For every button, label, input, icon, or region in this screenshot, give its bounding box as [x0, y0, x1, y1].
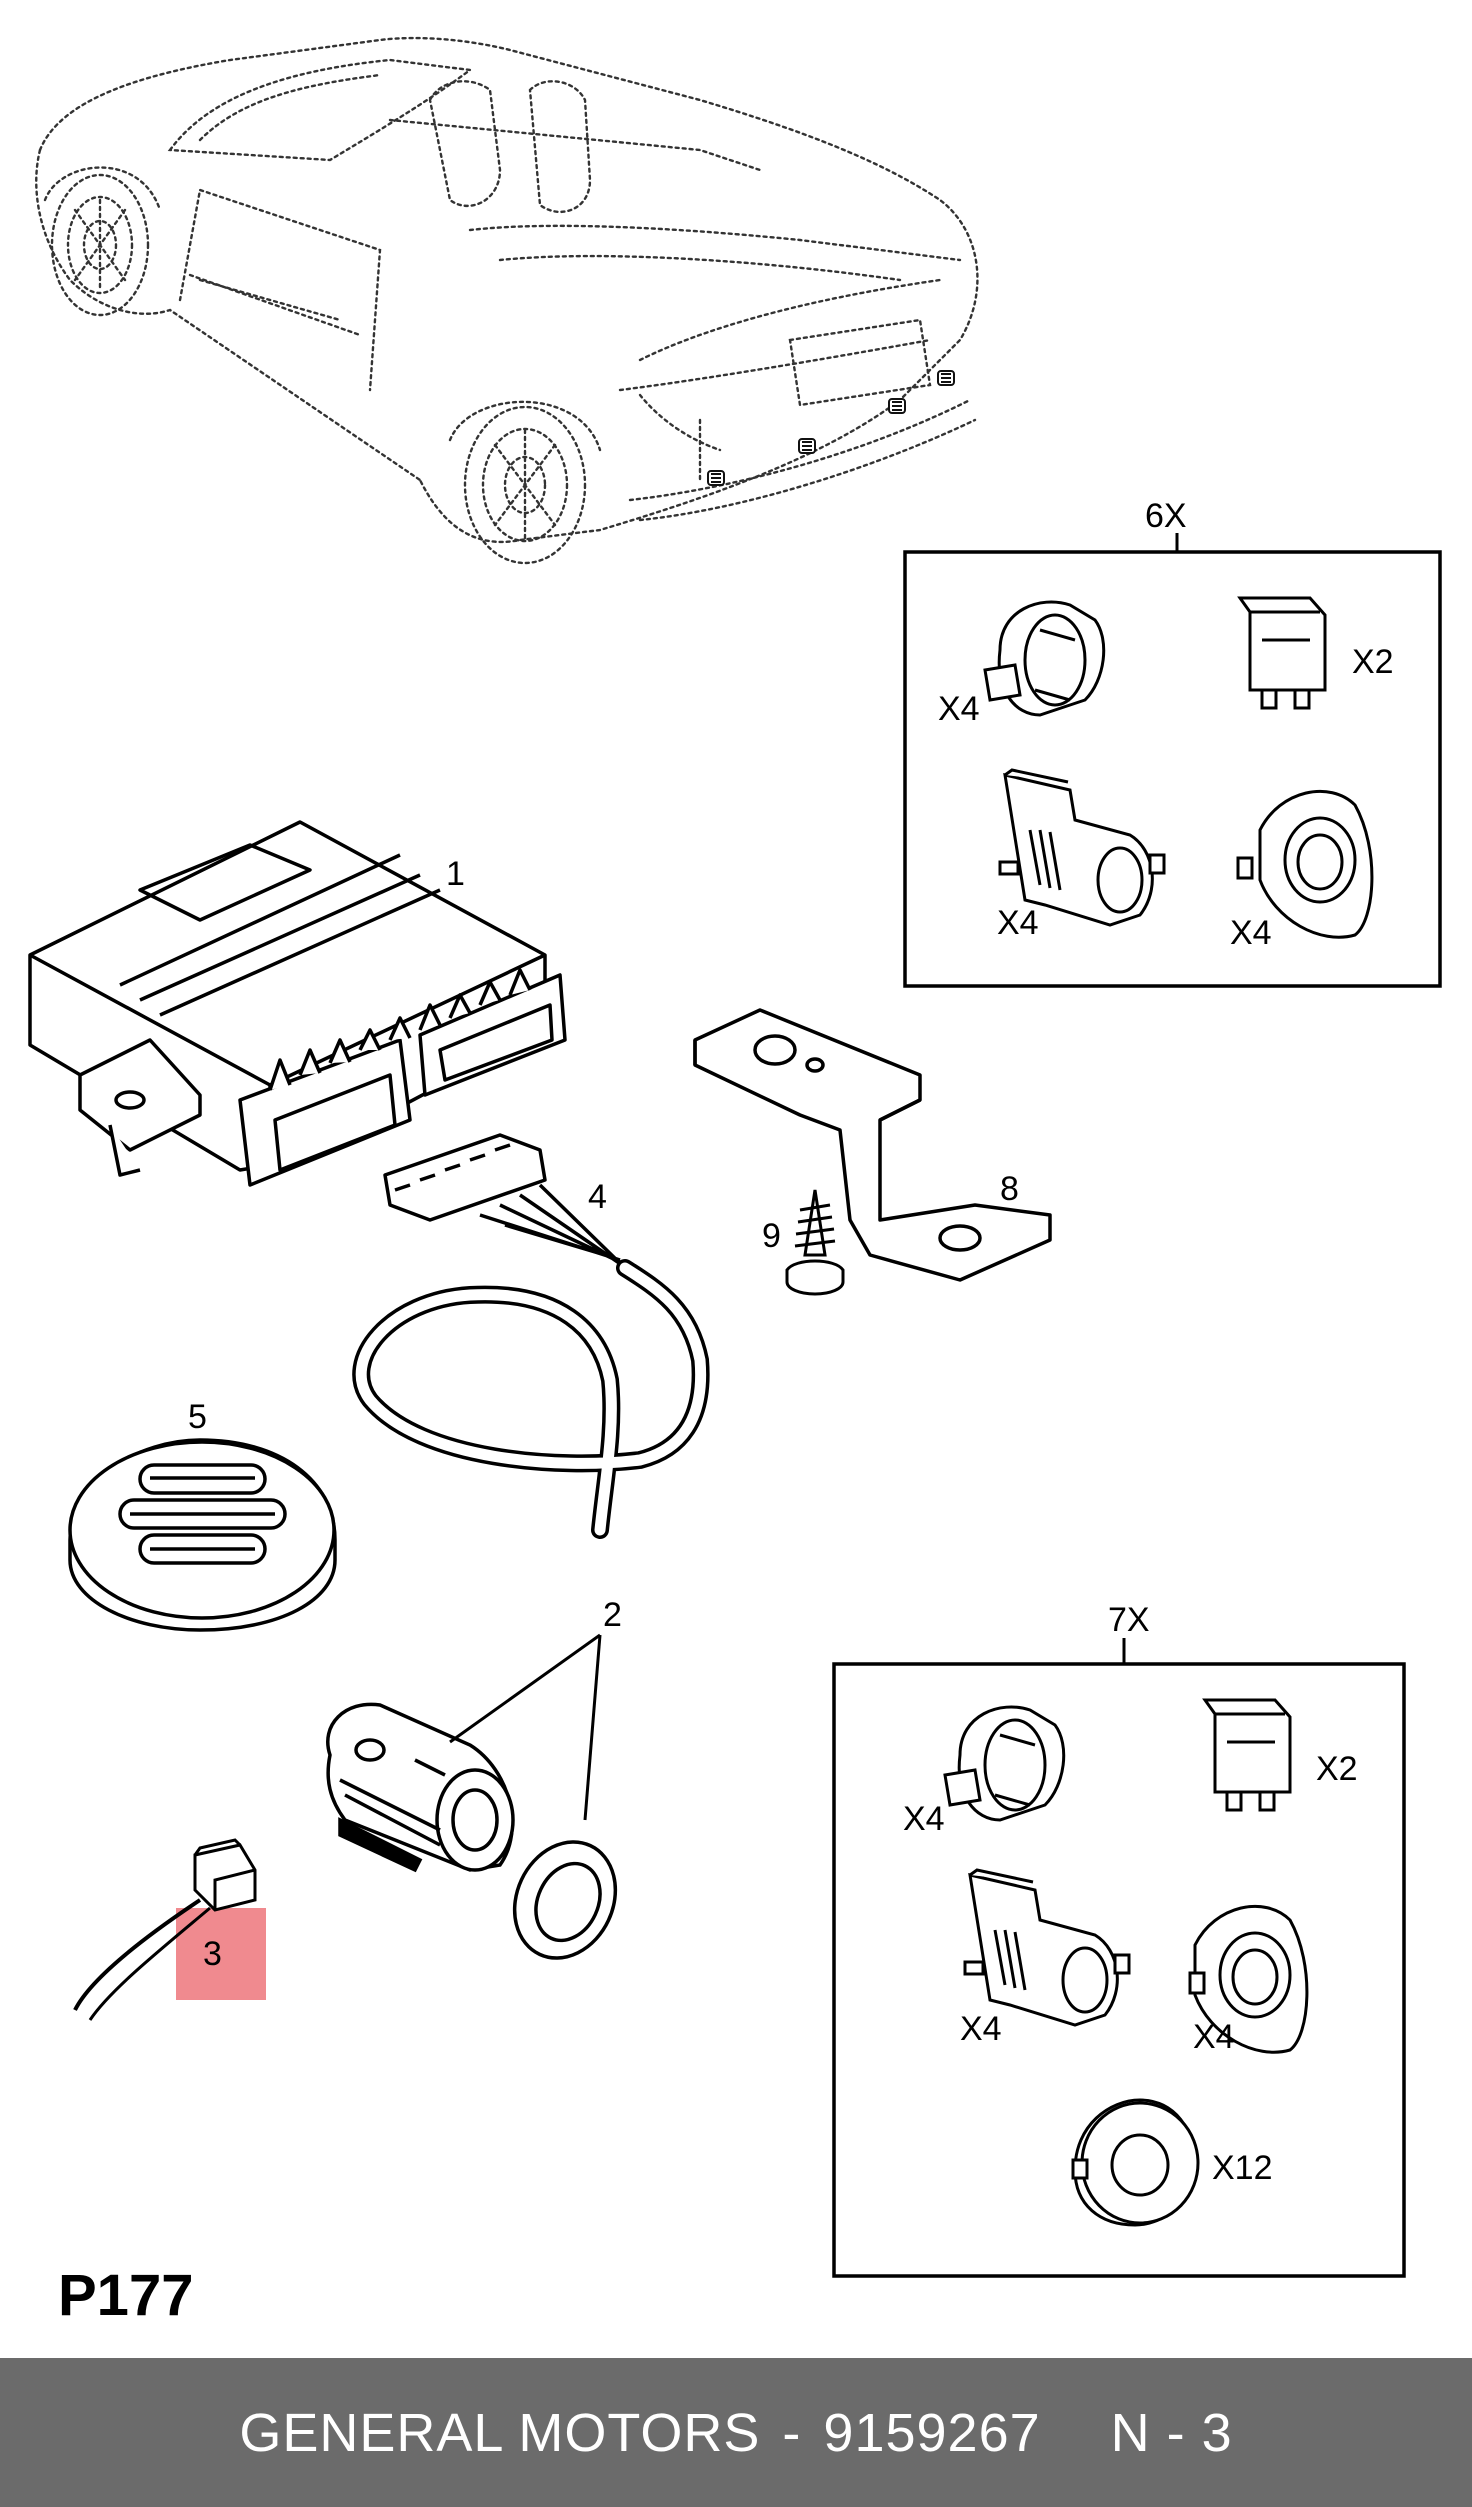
kit-6x-plug-part	[1237, 596, 1327, 710]
kit-box-6x: 6X X4 X2 X4	[903, 497, 1442, 988]
footer-bar: GENERAL MOTORS - 9159267 N - 3	[0, 2358, 1472, 2507]
callout-9: 9	[762, 1217, 781, 1255]
callout-5: 5	[188, 1398, 207, 1436]
connector-part	[73, 1838, 257, 2021]
callout-3: 3	[203, 1935, 222, 1973]
kit-7x-washer-part	[1071, 2098, 1200, 2227]
kit-7x-ring-qty: X4	[1193, 2018, 1235, 2056]
kit-7x-holder-part	[963, 1868, 1131, 2027]
kit-6x-ring-qty: X4	[1230, 914, 1272, 952]
parts-diagram: 6X X4 X2 X4	[28, 36, 1442, 2278]
callout-4: 4	[588, 1178, 607, 1216]
kit-6x-title: 6X	[1145, 497, 1187, 535]
footer-page: N - 3	[1110, 2402, 1233, 2463]
kit-7x-holder-qty: X4	[960, 2010, 1002, 2048]
callout-8: 8	[1000, 1170, 1019, 1208]
control-unit-part	[28, 820, 567, 1187]
bumper-sensors-on-car	[707, 370, 955, 486]
kit-6x-holder-qty: X4	[997, 904, 1039, 942]
kit-6x-clip-qty: X4	[938, 690, 980, 728]
kit-7x-clip-part	[943, 1705, 1066, 1822]
sensor-ring-part	[512, 1840, 618, 1960]
kit-6x-clip-part	[983, 600, 1106, 717]
kit-box-7x: 7X X4 X2 X4	[832, 1601, 1406, 2278]
cover-part	[68, 1438, 337, 1632]
kit-7x-plug-qty: X2	[1316, 1750, 1358, 1788]
kit-7x-clip-qty: X4	[903, 1800, 945, 1838]
kit-7x-plug-part	[1202, 1698, 1292, 1812]
kit-7x-ring-part	[1188, 1904, 1309, 2054]
callout-1: 1	[446, 855, 465, 893]
diagram-code: P177	[58, 2263, 194, 2328]
footer-separator: -	[782, 2402, 802, 2463]
kit-6x-plug-qty: X2	[1352, 643, 1394, 681]
leader-2-ring	[583, 1634, 602, 1821]
sensor-part	[326, 1702, 515, 1873]
footer-brand: GENERAL MOTORS	[239, 2402, 761, 2463]
kit-6x-holder-part	[998, 768, 1166, 927]
screw-part	[785, 1189, 845, 1296]
wiring-harness-part	[352, 1133, 710, 1539]
footer-part-number: 9159267	[823, 2402, 1041, 2463]
callout-2: 2	[603, 1596, 622, 1634]
car-illustration	[35, 36, 979, 565]
bracket-part	[693, 1008, 1052, 1282]
leader-2-sensor	[449, 1633, 601, 1744]
kit-6x-ring-part	[1236, 789, 1374, 939]
kit-7x-title: 7X	[1108, 1601, 1150, 1639]
kit-7x-washer-qty: X12	[1212, 2149, 1273, 2187]
